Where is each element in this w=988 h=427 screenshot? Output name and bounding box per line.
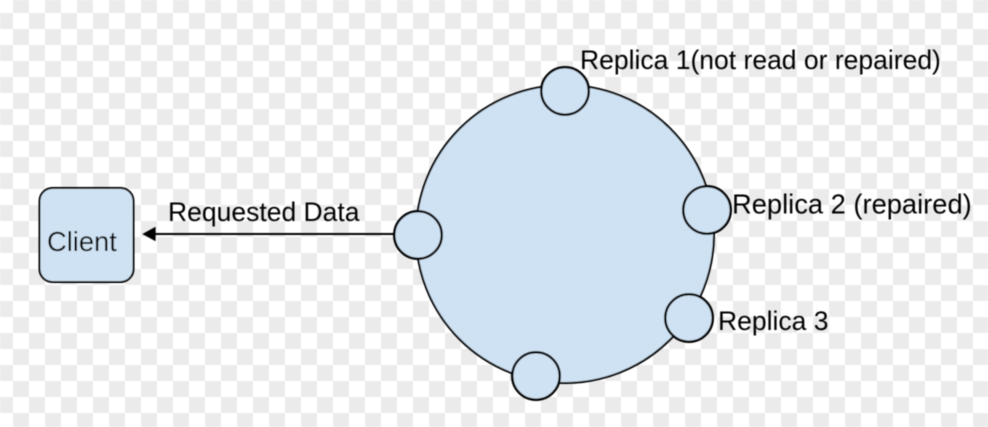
replica1-label: Replica 1(not read or repaired) xyxy=(580,45,941,75)
requested-data-arrowhead xyxy=(142,226,156,242)
replica3-label: Replica 3 xyxy=(718,306,828,336)
client-box xyxy=(38,187,135,283)
left-node xyxy=(393,210,443,260)
replica3-node xyxy=(664,293,714,343)
requested-data-label: Requested Data xyxy=(168,197,360,227)
replica2-label: Replica 2 (repaired) xyxy=(732,189,972,220)
client-label: Client xyxy=(47,226,117,257)
replica1-node xyxy=(540,66,590,116)
bottom-node xyxy=(511,351,561,401)
ring-circle xyxy=(415,84,715,384)
replica2-node xyxy=(682,185,732,235)
